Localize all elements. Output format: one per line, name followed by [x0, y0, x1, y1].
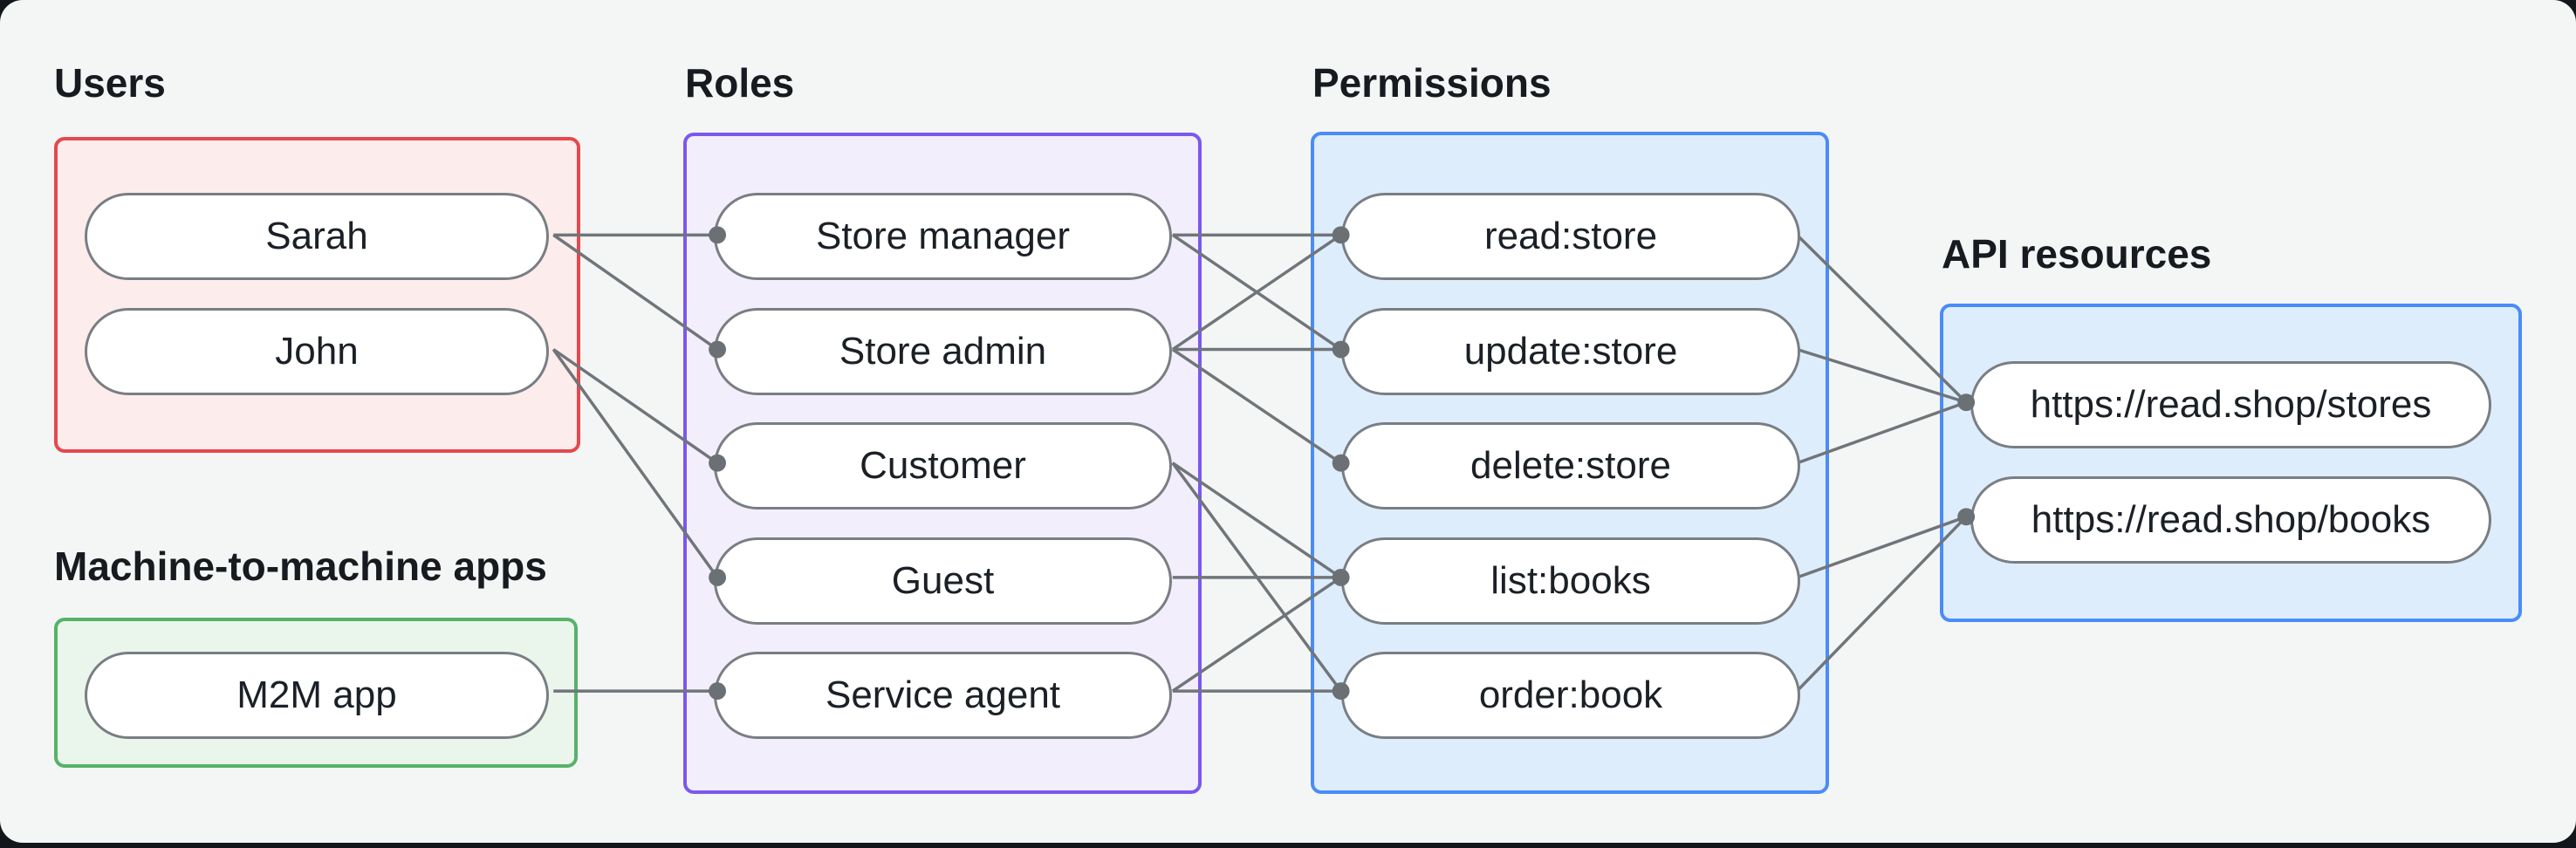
node-store-manager: Store manager: [714, 193, 1172, 280]
group-label-api: API resources: [1942, 231, 2212, 277]
group-box-api: [1940, 304, 2522, 622]
node-label-guest: Guest: [891, 559, 995, 602]
group-label-permissions: Permissions: [1312, 60, 1552, 106]
node-customer: Customer: [714, 422, 1172, 509]
node-john: John: [85, 308, 549, 395]
node-service-agent: Service agent: [714, 652, 1172, 739]
node-label-order-book: order:book: [1478, 674, 1663, 716]
node-label-store-manager: Store manager: [815, 215, 1071, 257]
node-label-m2m-app: M2M app: [236, 674, 397, 716]
node-store-admin: Store admin: [714, 308, 1172, 395]
node-label-sarah: Sarah: [265, 215, 368, 257]
node-label-john: John: [275, 330, 359, 373]
node-guest: Guest: [714, 537, 1172, 625]
node-label-customer: Customer: [860, 444, 1026, 487]
node-label-stores-api: https://read.shop/stores: [2030, 383, 2432, 426]
node-list-books: list:books: [1341, 537, 1800, 625]
group-label-users: Users: [54, 60, 166, 106]
group-box-users: [54, 137, 580, 453]
node-label-service-agent: Service agent: [825, 674, 1061, 716]
node-books-api: https://read.shop/books: [1970, 476, 2491, 564]
node-label-delete-store: delete:store: [1470, 444, 1671, 487]
node-label-list-books: list:books: [1490, 559, 1651, 602]
node-m2m-app: M2M app: [85, 652, 549, 739]
node-label-store-admin: Store admin: [839, 330, 1047, 373]
group-label-m2m: Machine-to-machine apps: [54, 544, 547, 589]
node-label-read-store: read:store: [1483, 215, 1658, 257]
node-update-store: update:store: [1341, 308, 1800, 395]
node-stores-api: https://read.shop/stores: [1970, 361, 2491, 448]
node-sarah: Sarah: [85, 193, 549, 280]
node-delete-store: delete:store: [1341, 422, 1800, 509]
group-label-roles: Roles: [685, 60, 795, 106]
node-label-update-store: update:store: [1463, 330, 1678, 373]
node-read-store: read:store: [1341, 193, 1800, 280]
node-order-book: order:book: [1341, 652, 1800, 739]
node-label-books-api: https://read.shop/books: [2031, 498, 2431, 541]
